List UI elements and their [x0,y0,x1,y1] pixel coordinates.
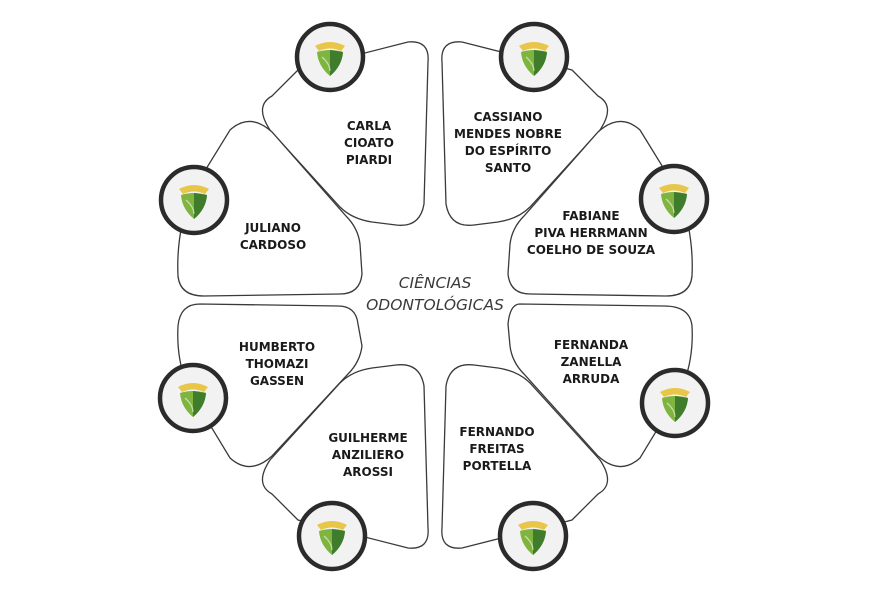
name-line: PIARDI [345,153,393,167]
shield-logo-icon [638,163,710,235]
shield-logo-icon [497,500,569,572]
member-name-carla: CARLA CIOATO PIARDI [294,118,444,169]
shield-logo-icon [296,500,368,572]
badge-guilherme [296,500,368,572]
member-name-cassiano: CASSIANO MENDES NOBRE DO ESPÍRITO SANTO [433,109,583,177]
member-name-fernando: FERNANDO FREITAS PORTELLA [422,424,572,475]
name-line: GASSEN [249,374,305,388]
name-line: FABIANE [562,209,620,223]
center-title-line2: ODONTOLÓGICAS [366,296,504,314]
member-name-fabiane: FABIANE PIVA HERRMANN COELHO DE SOUZA [516,208,666,259]
member-name-humberto: HUMBERTO THOMAZI GASSEN [202,339,352,390]
name-line: PIVA HERRMANN [534,226,648,240]
badge-juliano [158,164,230,236]
shield-logo-icon [157,362,229,434]
name-line: FERNANDA [553,338,629,352]
name-line: PORTELLA [462,459,532,473]
badge-fernanda [639,367,711,439]
petal-fernanda [507,303,693,468]
name-line: CARLA [346,119,392,133]
badge-fabiane [638,163,710,235]
petal-juliano [177,120,363,297]
petal-fernando [441,364,609,549]
center-title-line1: CIÊNCIAS [398,274,472,292]
name-line: ARRUDA [562,372,620,386]
center-title: CIÊNCIAS ODONTOLÓGICAS [335,272,535,316]
name-line: DO ESPÍRITO [464,144,552,158]
name-line: MENDES NOBRE [454,127,562,141]
name-line: CARDOSO [239,238,307,252]
name-line: JULIANO [245,221,301,235]
name-line: SANTO [484,161,532,175]
shield-logo-icon [498,21,570,93]
shield-logo-icon [158,164,230,236]
name-line: THOMAZI [245,357,309,371]
badge-cassiano [498,21,570,93]
name-line: ANZILIERO [331,448,405,462]
member-name-juliano: JULIANO CARDOSO [198,220,348,254]
shield-logo-icon [294,21,366,93]
petal-guilherme [261,364,429,549]
name-line: AROSSI [343,465,393,479]
shield-logo-icon [639,367,711,439]
name-line: GUILHERME [328,431,408,445]
name-line: CASSIANO [473,110,543,124]
petal-carla [261,41,429,226]
badge-humberto [157,362,229,434]
member-name-guilherme: GUILHERME ANZILIERO AROSSI [293,430,443,481]
name-line: CIOATO [344,136,394,150]
name-line: ZANELLA [560,355,622,369]
name-line: HUMBERTO [238,340,316,354]
badge-carla [294,21,366,93]
badge-fernando [497,500,569,572]
name-line: FERNANDO [459,425,535,439]
member-name-fernanda: FERNANDA ZANELLA ARRUDA [516,337,666,388]
name-line: FREITAS [469,442,525,456]
name-line: COELHO DE SOUZA [526,243,656,257]
petal-fabiane [507,120,693,297]
petal-humberto [177,303,363,468]
